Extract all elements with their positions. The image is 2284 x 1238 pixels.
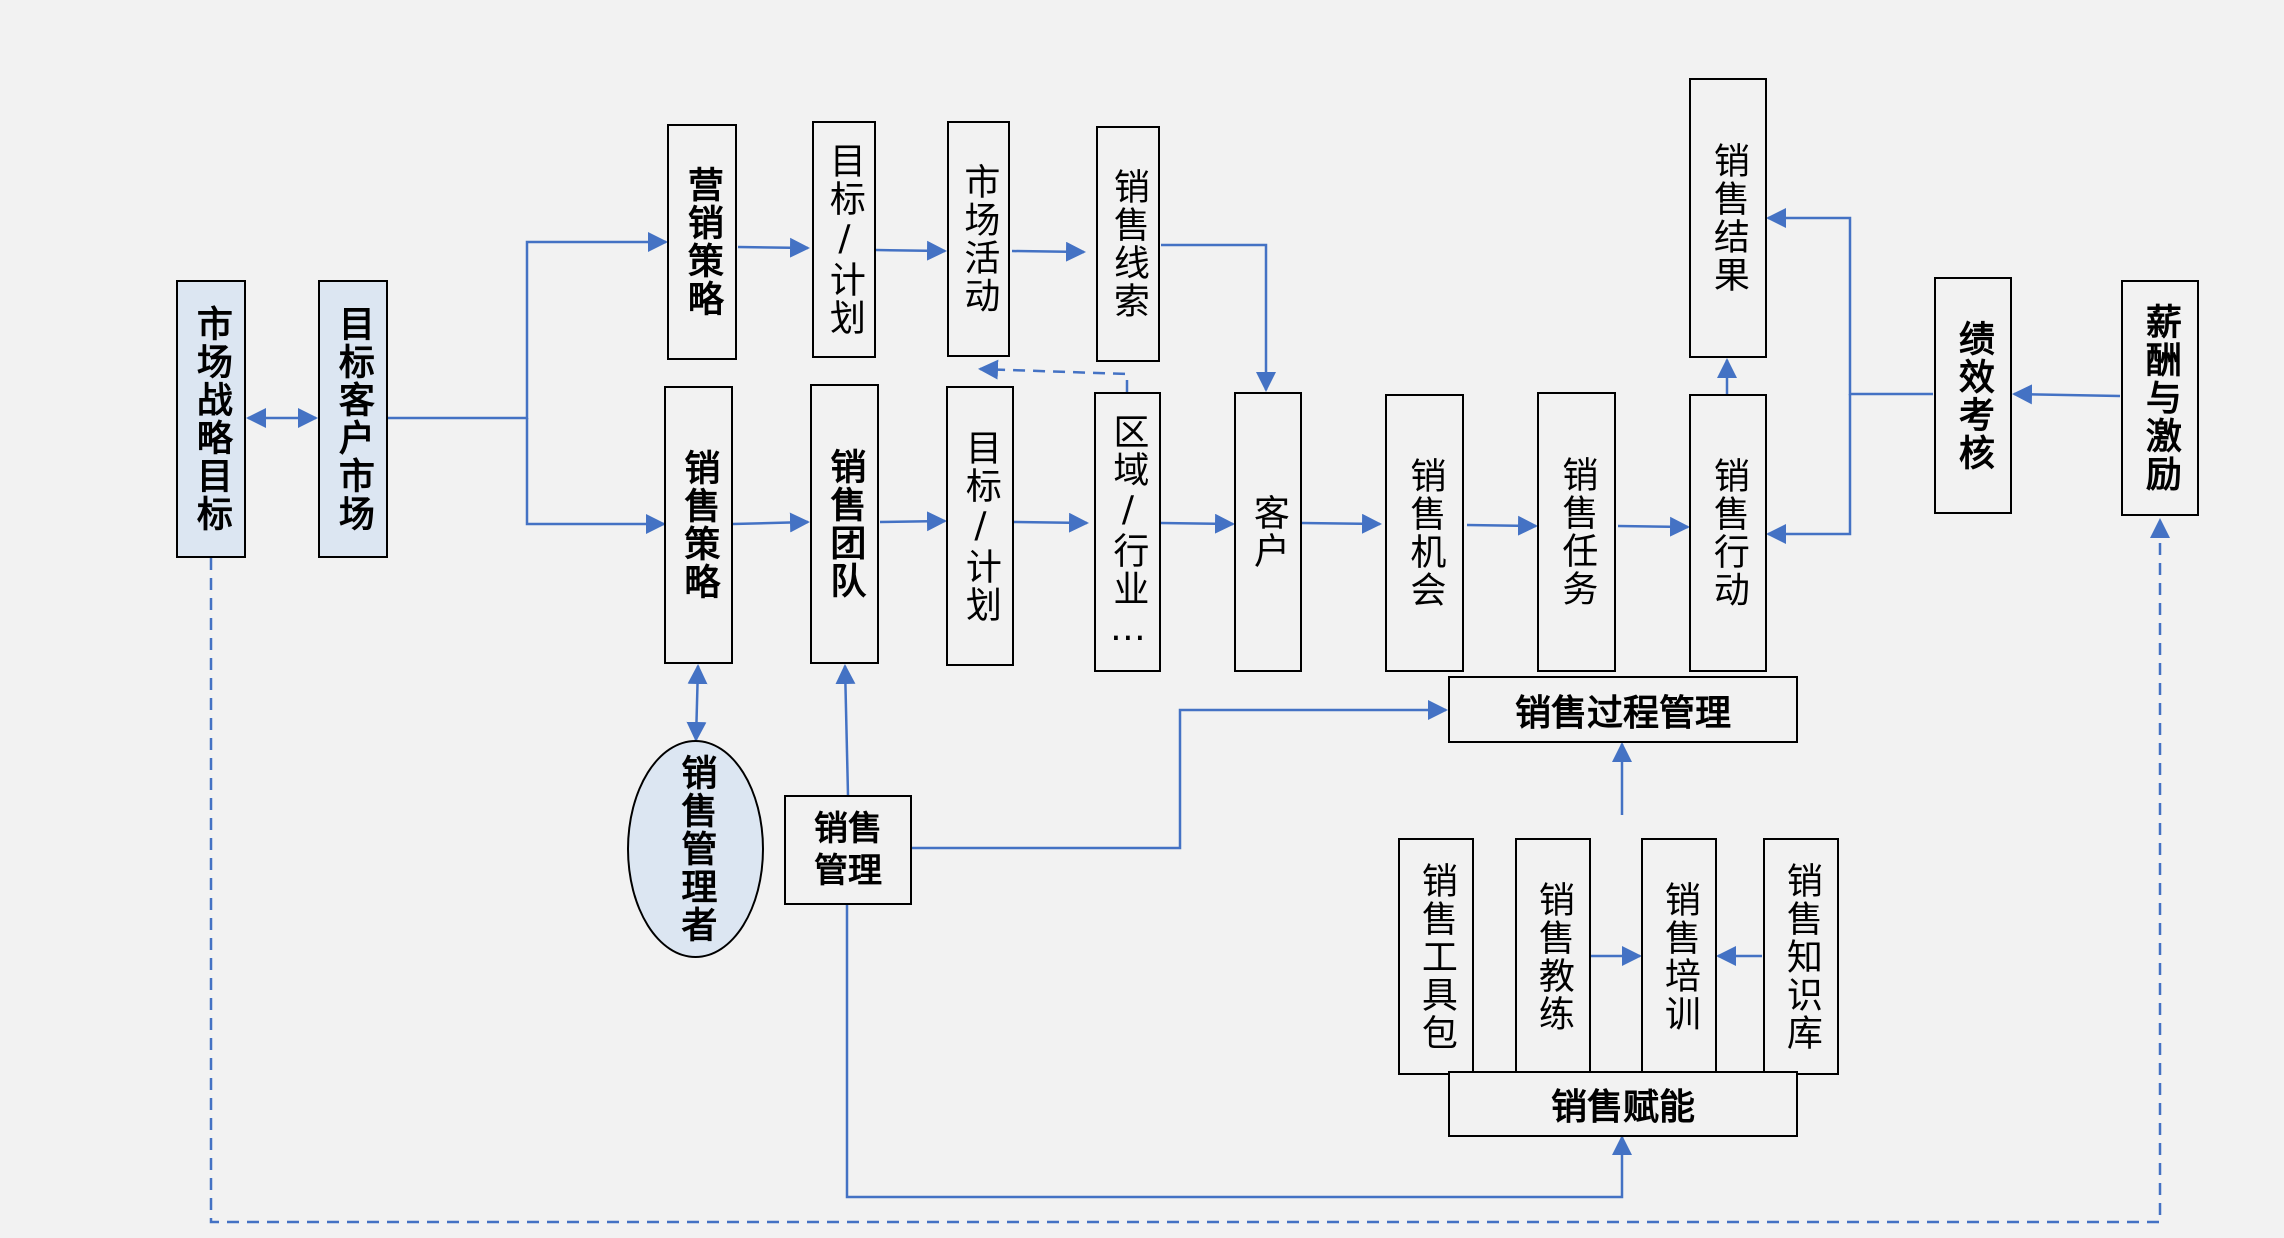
connector-top-3	[1011, 241, 1086, 262]
node-label: 销售知识库	[1780, 861, 1822, 1052]
node-sales-action: 销售行动	[1689, 394, 1767, 672]
node-sales-toolkit: 销售工具包	[1398, 838, 1474, 1075]
connector-dashed-region-activity	[978, 359, 1129, 392]
node-sales-process-management: 销售过程管理	[1448, 676, 1798, 743]
node-sales-manager: 销售管理者	[627, 740, 764, 958]
node-market-activity: 市场活动	[947, 121, 1010, 357]
connector-management-enablement	[845, 905, 1632, 1199]
connector-bottom-1	[732, 512, 810, 533]
connector-bottom-5	[1301, 513, 1382, 534]
connector-management-process	[912, 700, 1448, 850]
node-sales-management: 销售管理	[784, 795, 912, 905]
node-label: 销售工具包	[1415, 861, 1457, 1052]
connector-comp-perf	[2012, 384, 2121, 405]
connector-perf-result	[1766, 208, 1933, 396]
node-sales-result: 销售结果	[1689, 78, 1767, 358]
node-market-strategy-goal: 市场战略目标	[176, 280, 246, 558]
node-sales-team: 销售团队	[810, 384, 879, 664]
connector-management-team	[835, 664, 856, 796]
connector-perf-action	[1766, 394, 1852, 544]
node-sales-task: 销售任务	[1537, 392, 1616, 672]
node-label: 销售过程管理	[1514, 692, 1731, 734]
connector-bottom-3	[1013, 512, 1089, 533]
node-label: 市场活动	[958, 163, 1000, 315]
node-label: 销售管理者	[675, 754, 717, 944]
node-sales-training: 销售培训	[1641, 838, 1717, 1075]
node-label: 区域/行业…	[1107, 413, 1149, 651]
node-compensation-incentive: 薪酬与激励	[2121, 280, 2199, 516]
node-customer: 客户	[1234, 392, 1302, 672]
node-sales-opportunity: 销售机会	[1385, 394, 1464, 672]
node-region-industry: 区域/行业…	[1094, 392, 1161, 672]
node-marketing-strategy: 营销策略	[667, 124, 737, 360]
node-label: 销售团队	[824, 448, 866, 600]
connector-bottom-2	[879, 511, 947, 532]
node-target-customer-market: 目标客户市场	[318, 280, 388, 558]
node-sales-leads: 销售线索	[1096, 126, 1160, 362]
node-label: 目标客户市场	[332, 305, 374, 533]
node-label: 市场战略目标	[190, 305, 232, 533]
connector-leads-to-customer	[1161, 243, 1276, 392]
node-label: 绩效考核	[1952, 319, 1994, 472]
node-label: 销售机会	[1404, 457, 1446, 609]
node-target-plan-top: 目标/计划	[812, 121, 876, 358]
node-label: 销售策略	[678, 449, 720, 601]
node-label: 销售培训	[1658, 880, 1700, 1033]
node-label: 销售赋能	[1550, 1087, 1695, 1128]
connector-to-sales-strategy	[525, 418, 666, 534]
node-sales-coach: 销售教练	[1515, 838, 1591, 1075]
node-label: 销售教练	[1532, 880, 1574, 1033]
node-target-plan-bottom: 目标/计划	[946, 386, 1014, 666]
connector-to-marketing-strategy	[388, 232, 668, 420]
node-label: 销售任务	[1556, 456, 1598, 608]
connector-bottom-7	[1617, 516, 1690, 537]
node-performance-assessment: 绩效考核	[1934, 277, 2012, 514]
connector-dashed-loop	[209, 518, 2170, 1224]
connector-strategy-manager	[686, 664, 708, 742]
node-sales-strategy: 销售策略	[664, 386, 733, 664]
node-label: 客户	[1247, 494, 1289, 570]
connector-top-2	[875, 240, 947, 261]
node-label: 营销策略	[681, 166, 723, 318]
node-label: 销售管理	[814, 808, 882, 892]
connector-bottom-4	[1160, 513, 1235, 534]
node-label: 薪酬与激励	[2139, 303, 2181, 493]
node-label: 目标/计划	[959, 428, 1001, 624]
node-label: 销售行动	[1707, 457, 1749, 609]
node-label: 销售结果	[1707, 142, 1749, 294]
node-label: 销售线索	[1107, 168, 1149, 320]
node-sales-enablement: 销售赋能	[1448, 1071, 1798, 1137]
node-label: 目标/计划	[823, 142, 865, 337]
connector-top-1	[737, 237, 810, 258]
connector-bottom-6	[1466, 515, 1538, 536]
node-sales-knowledge-base: 销售知识库	[1763, 838, 1839, 1075]
